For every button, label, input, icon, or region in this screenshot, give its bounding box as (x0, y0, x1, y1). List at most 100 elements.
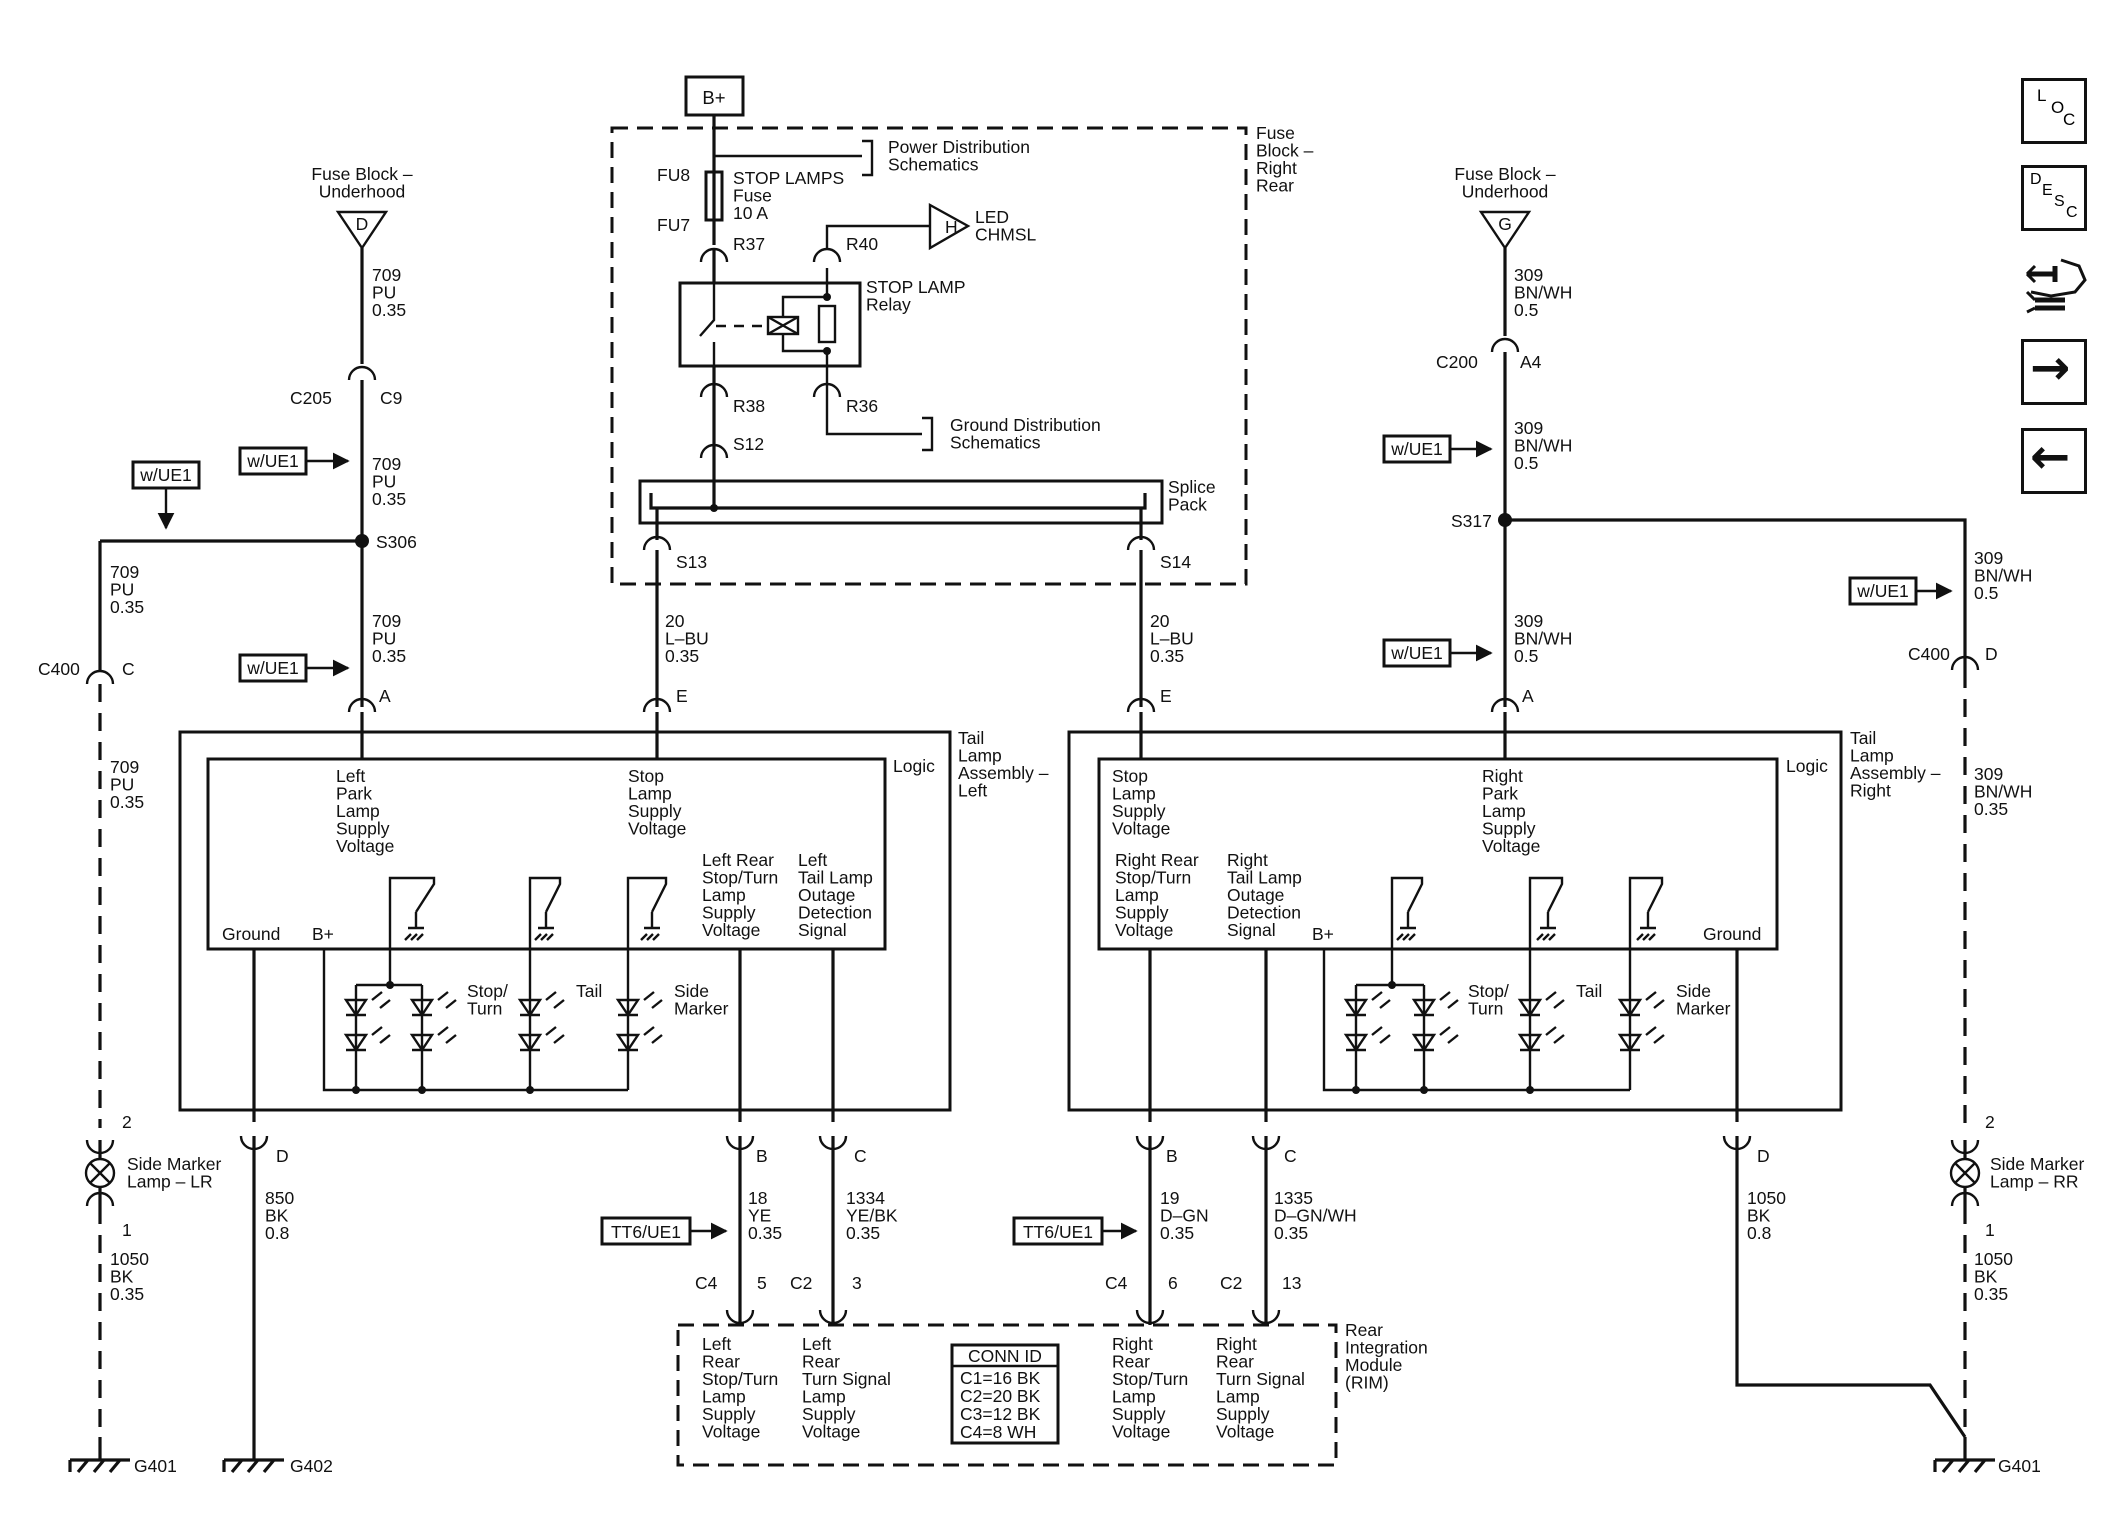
right-tail-label: Tail (1576, 981, 1602, 1001)
right-c400-pin: D (1985, 644, 1998, 664)
right-pin-b: B (1166, 1146, 1178, 1166)
conn-id-c1: C1=16 BK (960, 1368, 1041, 1388)
forward-arrow-icon: → (2030, 340, 2071, 396)
r37-label: R37 (733, 234, 765, 254)
desc-letter-d: D (2030, 171, 2042, 188)
right-c4-pin: 6 (1168, 1273, 1178, 1293)
left-c400-pin: C (122, 659, 135, 679)
a4-label: A4 (1520, 352, 1542, 372)
left-led-bank (322, 949, 663, 1092)
right-tail-lamp-assembly (1067, 730, 1843, 1112)
fuse-block-rear-outline (610, 126, 1248, 586)
c9-label: C9 (380, 388, 402, 408)
s12-label: S12 (733, 434, 764, 454)
right-marker-pin-top: 2 (1985, 1112, 1995, 1132)
battery-label: B+ (702, 87, 725, 108)
loc-letter-c: C (2063, 110, 2076, 129)
right-bplus-label: B+ (1312, 924, 1334, 944)
left-tt6-label: TT6/UE1 (611, 1222, 681, 1242)
s14-label: S14 (1160, 552, 1191, 572)
g401-left-ground-icon (68, 1458, 130, 1474)
right-ground-label: Ground (1703, 924, 1761, 944)
relay-switch-icon (699, 283, 716, 366)
chmsl-connector-letter: H (945, 217, 958, 237)
left-option-label-3: w/UE1 (246, 658, 299, 678)
c205-label: C205 (290, 388, 332, 408)
description-view-button[interactable]: D E S C (2021, 165, 2087, 231)
r36-label: R36 (846, 396, 878, 416)
left-bplus-label: B+ (312, 924, 334, 944)
next-page-button[interactable]: → (2021, 339, 2087, 405)
right-tt6-label: TT6/UE1 (1023, 1222, 1093, 1242)
s317-label: S317 (1451, 511, 1492, 531)
right-pin-d: D (1757, 1146, 1770, 1166)
rim-outline (676, 1323, 1338, 1467)
right-option-label-3: w/UE1 (1390, 643, 1443, 663)
left-tail-lamp-assembly (178, 730, 952, 1112)
r38-label: R38 (733, 396, 765, 416)
right-option-label-1: w/UE1 (1390, 439, 1443, 459)
left-marker-pin-bottom: 1 (122, 1220, 132, 1240)
g401-left-label: G401 (134, 1456, 177, 1476)
r40-label: R40 (846, 234, 878, 254)
left-marker-pin-top: 2 (122, 1112, 132, 1132)
left-option-label-2: w/UE1 (139, 465, 192, 485)
left-logic-label: Logic (893, 756, 935, 776)
left-fuse-triangle-icon (335, 210, 389, 251)
s306-label: S306 (376, 532, 417, 552)
left-c2-label: C2 (790, 1273, 812, 1293)
right-fuse-letter: G (1498, 214, 1512, 234)
g402-label: G402 (290, 1456, 333, 1476)
location-view-button[interactable]: L O C (2021, 78, 2087, 144)
right-pin-e: E (1160, 686, 1172, 706)
right-stop-turn-label: Stop/Turn (1468, 981, 1509, 1019)
repair-procedure-button[interactable] (2021, 252, 2091, 318)
right-fuse-triangle-icon (1478, 210, 1532, 251)
relay-diode-icon (817, 304, 837, 344)
conn-id-title: CONN ID (968, 1346, 1042, 1366)
chmsl-connector-icon (928, 202, 971, 251)
left-c400-label: C400 (38, 659, 80, 679)
left-fuse-block-label: Fuse Block –Underhood (311, 164, 412, 202)
left-pin-e: E (676, 686, 688, 706)
fuse-id-bottom: FU7 (657, 215, 690, 235)
right-c2-pin: 13 (1282, 1273, 1301, 1293)
right-logic-box (1097, 757, 1779, 951)
previous-page-button[interactable]: ← (2021, 428, 2087, 494)
g401-right-label: G401 (1998, 1456, 2041, 1476)
left-pin-b: B (756, 1146, 768, 1166)
conn-id-c3: C3=12 BK (960, 1404, 1041, 1424)
right-pin-a: A (1522, 686, 1534, 706)
right-logic-label: Logic (1786, 756, 1828, 776)
